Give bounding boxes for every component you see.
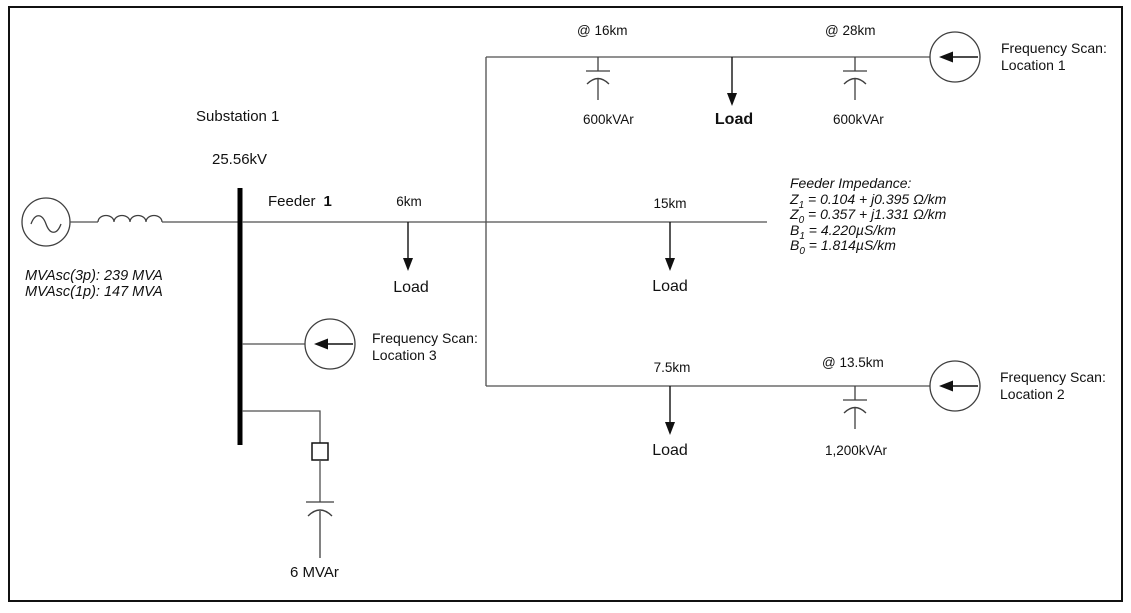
bus-voltage-label: 25.56kV	[212, 151, 268, 168]
impedance-b0: B0 = 1.814µS/km	[790, 237, 946, 257]
segment-7-5km-label: 7.5km	[653, 360, 691, 375]
cap-600kvar-label-1: 600kVAr	[583, 112, 634, 127]
frequency-scan-icon-3	[304, 318, 356, 370]
feeder-label: Feeder 1	[268, 193, 332, 210]
impedance-z1-sub: 1	[798, 199, 805, 211]
frequency-scan-1-label: Frequency Scan: Location 1	[1001, 40, 1107, 74]
impedance-z1-sym: Z	[790, 190, 799, 207]
mvasc-3p-label: MVAsc(3p): 239 MVA	[25, 268, 163, 284]
feeder-number: 1	[323, 193, 332, 210]
segment-6km-label: 6km	[396, 194, 422, 209]
impedance-z1: Z1 = 0.104 + j0.395 Ω/km	[790, 190, 947, 211]
tap-28km-label: @ 28km	[825, 23, 876, 38]
substation-name: Substation 1	[196, 108, 280, 125]
frequency-scan-2-label: Frequency Scan: Location 2	[1000, 369, 1106, 403]
frequency-scan-2-title: Frequency Scan:	[1000, 369, 1106, 385]
frequency-scan-1-title: Frequency Scan:	[1001, 40, 1107, 56]
cap-600kvar-label-2: 600kVAr	[833, 112, 884, 127]
load-arrow-top	[726, 56, 738, 107]
load-label-middle: Load	[652, 278, 688, 295]
substation-cap-label: 6 MVAr	[290, 564, 339, 581]
impedance-z0: Z0 = 0.357 + j1.331 Ω/km	[790, 206, 947, 226]
load-label-bottom: Load	[652, 442, 688, 459]
capacitor-icon-13-5km	[842, 385, 868, 430]
load-arrow-bottom	[664, 385, 676, 436]
diagram-border	[8, 6, 1123, 602]
frequency-scan-1-location: Location 1	[1001, 57, 1066, 73]
impedance-z0-value: = 0.357 + j1.331 Ω/km	[804, 206, 947, 222]
source-generator-icon	[21, 197, 71, 247]
impedance-b0-sub: 0	[799, 245, 805, 257]
impedance-z0-sub: 0	[798, 214, 805, 226]
impedance-b1-value: = 4.220µS/km	[804, 221, 896, 238]
frequency-scan-3-title: Frequency Scan:	[372, 330, 478, 346]
tap-13-5km-label: @ 13.5km	[822, 355, 884, 370]
tap-16km-label: @ 16km	[577, 23, 628, 38]
load-label-top: Load	[714, 111, 754, 128]
frequency-scan-2-location: Location 2	[1000, 386, 1065, 402]
impedance-b0-value: = 1.814µS/km	[804, 237, 896, 253]
impedance-z0-sym: Z	[790, 206, 799, 222]
segment-15km-label: 15km	[653, 196, 687, 211]
impedance-b1-sub: 1	[799, 230, 805, 242]
series-inductor-icon	[97, 214, 163, 223]
load-label-feeder: Load	[393, 279, 429, 296]
breaker-icon	[311, 442, 329, 461]
capacitor-icon-28km	[842, 56, 868, 101]
impedance-heading: Feeder Impedance:	[790, 175, 912, 191]
impedance-z1-value: = 0.104 + j0.395 Ω/km	[804, 190, 947, 207]
frequency-scan-icon-2	[929, 360, 981, 412]
load-arrow-middle	[664, 221, 676, 272]
frequency-scan-3-label: Frequency Scan: Location 3	[372, 330, 478, 364]
feeder-impedance-note: Feeder Impedance: Z1 = 0.104 + j0.395 Ω/…	[790, 175, 947, 257]
feeder-name: Feeder	[268, 193, 316, 210]
impedance-b0-sym: B	[790, 237, 800, 253]
frequency-scan-icon-1	[929, 31, 981, 83]
mvasc-1p-label: MVAsc(1p): 147 MVA	[25, 283, 163, 300]
frequency-scan-3-location: Location 3	[372, 347, 437, 363]
substation-cap-branch-line	[242, 410, 321, 443]
source-mvasc-note: MVAsc(3p): 239 MVA MVAsc(1p): 147 MVA	[25, 268, 163, 300]
load-arrow-feeder	[402, 221, 414, 272]
capacitor-icon-16km	[585, 56, 611, 101]
impedance-b1-sym: B	[790, 221, 800, 238]
cap-1200kvar-label: 1,200kVAr	[825, 443, 888, 458]
capacitor-icon-6mvar	[306, 501, 334, 558]
impedance-b1: B1 = 4.220µS/km	[790, 221, 946, 242]
